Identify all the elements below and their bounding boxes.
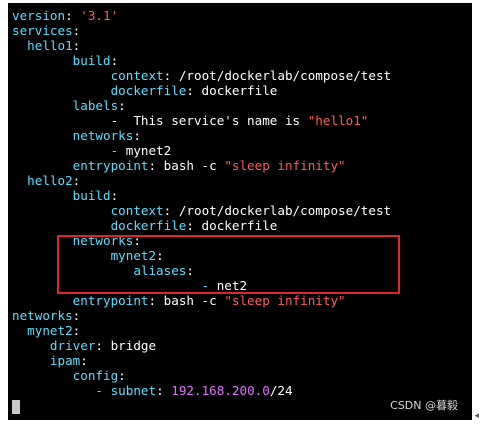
- code-token: - This service's name is: [12, 113, 308, 128]
- code-line: driver: bridge: [12, 338, 391, 353]
- code-token: mynet2: [125, 143, 172, 158]
- code-line: entrypoint: bash -c "sleep infinity": [12, 293, 391, 308]
- code-token: :: [72, 308, 81, 323]
- code-token: : bridge: [95, 338, 157, 353]
- code-token: networks: [12, 233, 134, 248]
- code-line: - subnet: 192.168.200.0/24: [12, 383, 391, 398]
- code-token: context: [12, 203, 164, 218]
- code-line: - net2: [12, 278, 391, 293]
- code-token: :: [118, 368, 126, 383]
- code-line: labels:: [12, 98, 391, 113]
- code-token: :: [186, 263, 194, 278]
- code-token: driver: [12, 338, 96, 353]
- code-token: :: [80, 353, 88, 368]
- code-token: aliases: [12, 263, 187, 278]
- code-line: build:: [12, 53, 391, 68]
- code-token: :: [72, 173, 81, 188]
- code-token: build: [12, 53, 111, 68]
- code-token: subnet: [110, 383, 157, 398]
- code-token: net2: [216, 278, 248, 293]
- code-line: networks:: [12, 128, 391, 143]
- code-line: dockerfile: dockerfile: [12, 83, 391, 98]
- code-line: networks:: [12, 233, 391, 248]
- code-token: 192.168.200.0: [171, 383, 270, 398]
- code-token: :: [72, 323, 81, 338]
- code-line: aliases:: [12, 263, 391, 278]
- watermark: CSDN @暮毅: [390, 399, 458, 412]
- code-token: networks: [12, 128, 134, 143]
- code-token: :: [156, 383, 172, 398]
- code-line: version: '3.1': [12, 8, 391, 23]
- code-line: build:: [12, 188, 391, 203]
- code-token: mynet2: [12, 248, 157, 263]
- code-token: : /root/dockerlab/compose/test: [163, 203, 392, 218]
- code-token: version: [12, 8, 66, 23]
- code-token: dockerfile: [12, 218, 187, 233]
- code-token: dockerfile: [12, 83, 187, 98]
- code-token: : dockerfile: [186, 218, 278, 233]
- code-token: ipam: [12, 353, 81, 368]
- code-line: context: /root/dockerlab/compose/test: [12, 203, 392, 218]
- code-token: mynet2: [12, 323, 73, 338]
- terminal-window[interactable]: version: '3.1'services: hello1: build: c…: [8, 3, 472, 420]
- code-token: :: [133, 233, 141, 248]
- code-token: build: [12, 188, 111, 203]
- terminal-cursor: [12, 400, 20, 414]
- code-token: "hello1": [307, 113, 369, 128]
- code-token: : /root/dockerlab/compose/test: [163, 68, 392, 83]
- code-token: networks: [12, 308, 73, 323]
- code-token: :: [156, 248, 164, 263]
- code-line: mynet2:: [12, 323, 391, 338]
- yaml-code-block: version: '3.1'services: hello1: build: c…: [12, 8, 391, 398]
- code-token: entrypoint: [12, 158, 149, 173]
- code-token: -: [12, 383, 111, 398]
- code-line: context: /root/dockerlab/compose/test: [12, 68, 392, 83]
- code-line: - This service's name is "hello1": [12, 113, 391, 128]
- code-token: :: [110, 188, 119, 203]
- code-token: entrypoint: [12, 293, 149, 308]
- code-line: config:: [12, 368, 391, 383]
- code-token: : bash -c: [148, 293, 225, 308]
- code-token: hello1: [12, 38, 73, 53]
- code-line: ipam:: [12, 353, 391, 368]
- code-token: hello2: [12, 173, 73, 188]
- code-token: :: [65, 8, 81, 23]
- code-token: context: [12, 68, 164, 83]
- code-token: '3.1': [80, 8, 119, 23]
- code-line: services:: [12, 23, 391, 38]
- code-token: "sleep infinity": [224, 293, 346, 308]
- corner-arrow-icon: ◂: [474, 411, 479, 421]
- code-line: hello2:: [12, 173, 391, 188]
- code-line: - mynet2: [12, 143, 391, 158]
- code-token: :: [133, 128, 141, 143]
- code-token: :: [110, 53, 119, 68]
- code-token: : dockerfile: [186, 83, 278, 98]
- code-token: "sleep infinity": [224, 158, 346, 173]
- code-token: services: [12, 23, 73, 38]
- code-token: -: [12, 278, 217, 293]
- code-token: labels: [12, 98, 119, 113]
- code-token: /24: [269, 383, 293, 398]
- code-token: :: [118, 98, 126, 113]
- code-line: hello1:: [12, 38, 391, 53]
- code-line: dockerfile: dockerfile: [12, 218, 391, 233]
- code-line: mynet2:: [12, 248, 391, 263]
- code-line: entrypoint: bash -c "sleep infinity": [12, 158, 391, 173]
- code-token: : bash -c: [148, 158, 225, 173]
- code-token: config: [12, 368, 119, 383]
- code-line: networks:: [12, 308, 391, 323]
- code-token: -: [12, 143, 126, 158]
- code-token: :: [72, 38, 81, 53]
- code-token: :: [72, 23, 81, 38]
